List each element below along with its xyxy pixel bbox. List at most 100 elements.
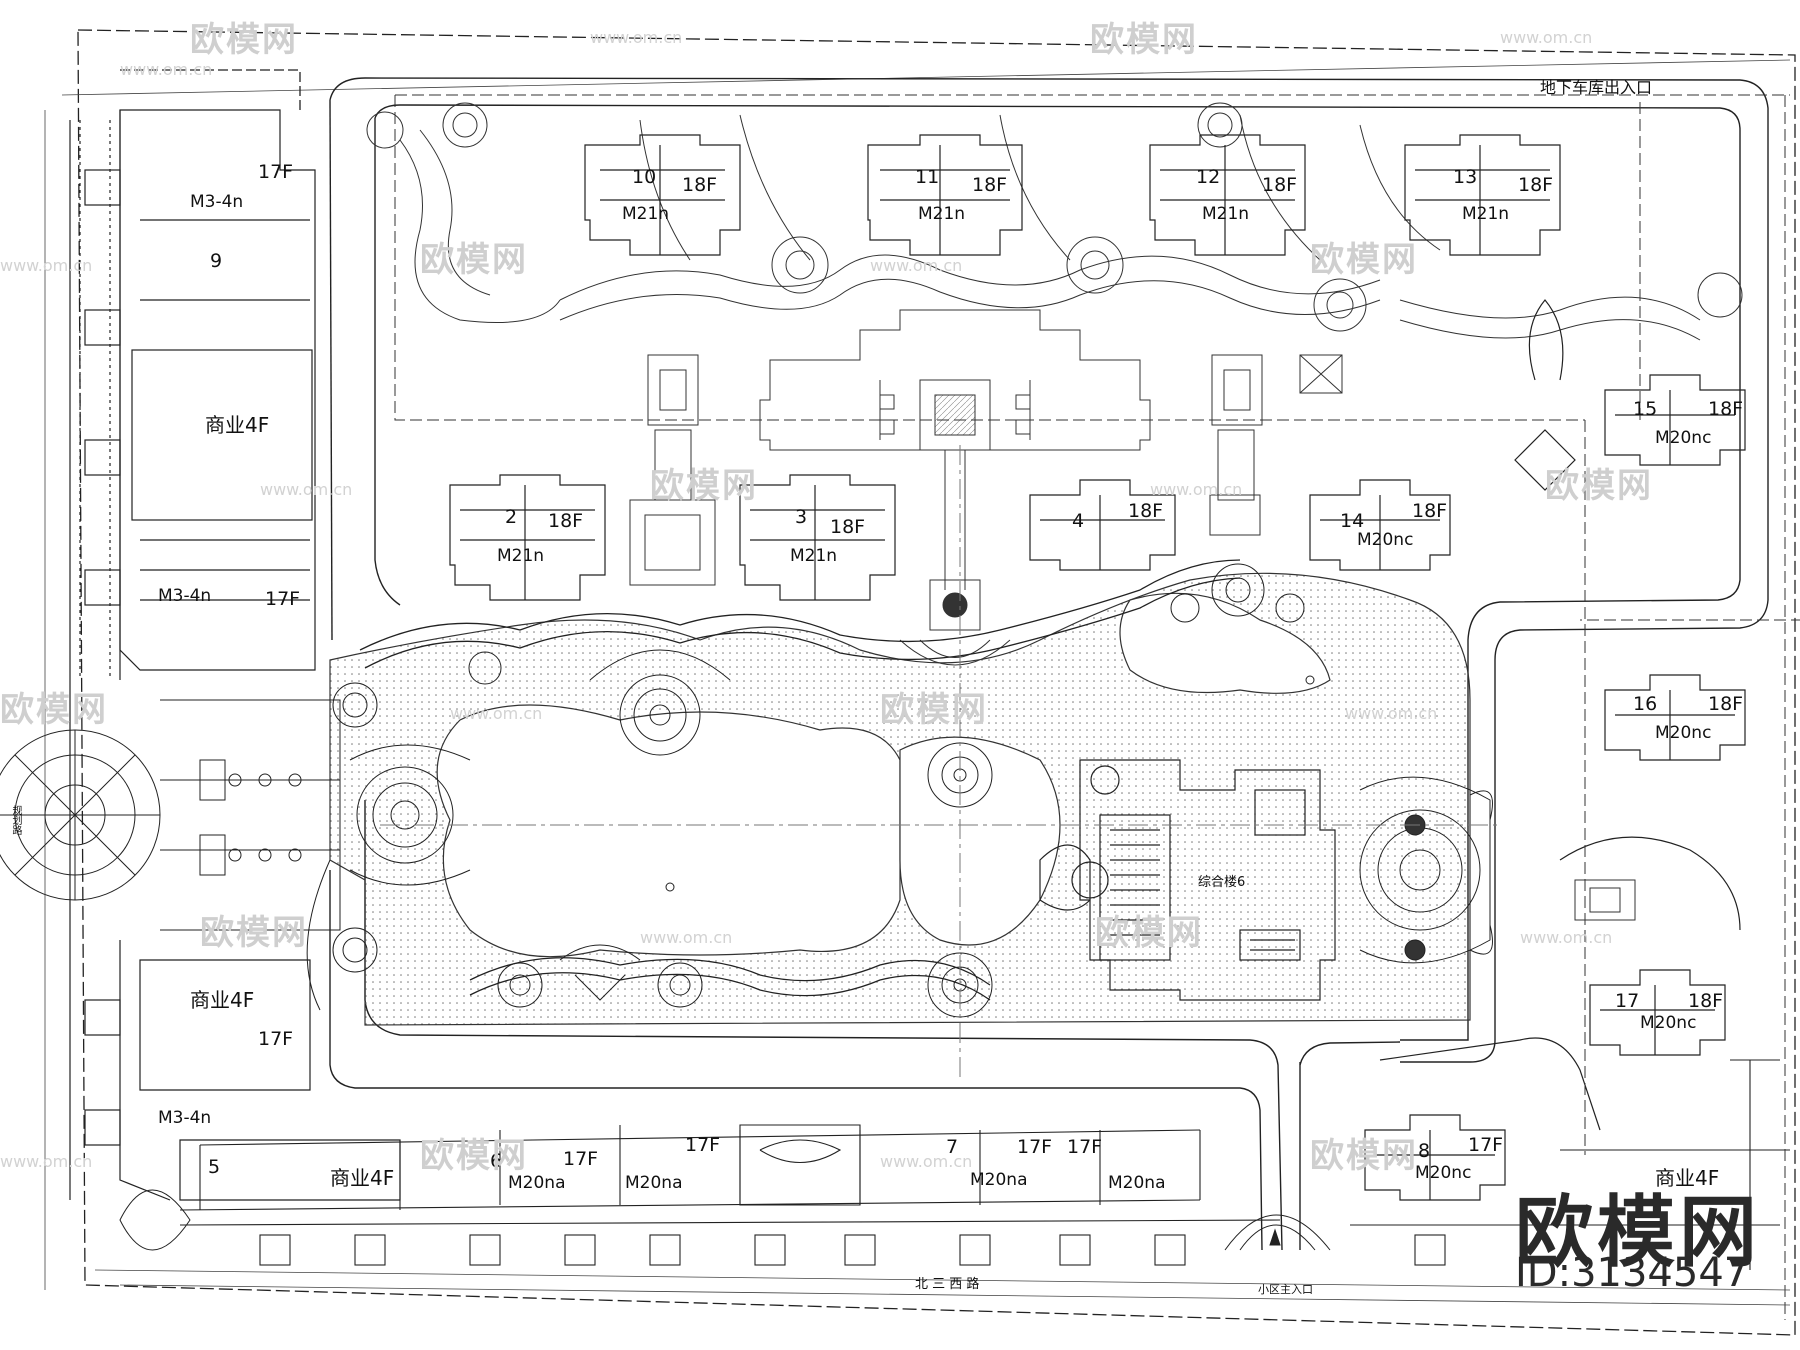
building-number: 4	[1072, 510, 1085, 532]
garden-lawn	[329, 572, 1471, 1026]
building-floors: 18F	[1708, 398, 1744, 420]
building-type: M20na	[970, 1170, 1028, 1190]
building-floors: 18F	[1128, 500, 1164, 522]
building-type: M21n	[1202, 204, 1250, 224]
building-number: 3	[795, 506, 808, 528]
building-number: 6	[490, 1150, 503, 1172]
watermark-logo: 欧模网	[0, 690, 108, 730]
building-floors: 17F	[265, 588, 301, 610]
east-building-footprints	[1364, 299, 1746, 1201]
building-number: 8	[1418, 1140, 1431, 1162]
building-type: M20nc	[1357, 530, 1414, 550]
building-type: M21n	[622, 204, 670, 224]
building-type: M21n	[1462, 204, 1510, 224]
building-number: 11	[915, 166, 940, 188]
building-floors: 17F	[1017, 1136, 1053, 1158]
watermark-url: www.om.cn	[260, 480, 353, 499]
watermark-url: www.om.cn	[120, 60, 213, 79]
building-type: M21n	[790, 546, 838, 566]
building-floors: 18F	[682, 174, 718, 196]
setback-lines	[380, 94, 1800, 1320]
building-number: 17	[1615, 990, 1640, 1012]
watermark-url: www.om.cn	[640, 928, 733, 947]
building-floors: 17F	[258, 1028, 294, 1050]
watermark-url: www.om.cn	[590, 28, 683, 47]
north-roundabouts	[366, 102, 1743, 921]
west-commercial	[69, 109, 401, 1201]
watermark-url: www.om.cn	[1150, 480, 1243, 499]
watermark-logo: 欧模网	[1310, 1136, 1418, 1176]
watermark-url: www.om.cn	[1345, 704, 1438, 723]
west-road-tag: 规划路	[10, 805, 21, 835]
watermark-logo: 欧模网	[1090, 20, 1198, 60]
building-type: M3-4n	[158, 586, 212, 606]
site-boundary	[44, 29, 1796, 1336]
watermark-url: www.om.cn	[870, 256, 963, 275]
building-floors: 17F	[685, 1134, 721, 1156]
clubhouse-building	[1039, 759, 1336, 1001]
building-floors: 18F	[972, 174, 1008, 196]
building-floors: 17F	[258, 161, 294, 183]
building-type: M20na	[1108, 1173, 1166, 1193]
watermark-url: www.om.cn	[1520, 928, 1613, 947]
road-north-sanxi-label: 北 三 西 路	[915, 1277, 980, 1292]
building-type: M20nc	[1655, 428, 1712, 448]
watermark-logo: 欧模网	[420, 1136, 528, 1176]
watermark-logo: 欧模网	[420, 240, 528, 280]
commercial-label-southeast: 商业4F	[1655, 1166, 1720, 1190]
watermark-logo: 欧模网	[1545, 466, 1653, 506]
building-number: 16	[1633, 693, 1658, 715]
building-type: M3-4n	[190, 192, 244, 212]
watermark-url: www.om.cn	[0, 256, 93, 275]
building-number: 9	[210, 250, 223, 272]
building-floors: 18F	[1412, 500, 1448, 522]
building-type: M3-4n	[158, 1108, 212, 1128]
internal-road	[329, 77, 1769, 1251]
building-type: M20nc	[1640, 1013, 1697, 1033]
building-number: 2	[505, 506, 518, 528]
garage-entrance-label: 地下车库出入口	[1540, 78, 1653, 97]
clubhouse-label: 综合楼6	[1198, 875, 1246, 890]
watermark-logo: 欧模网	[1310, 240, 1418, 280]
north-garden-paths	[399, 114, 1701, 341]
building-number: 13	[1453, 166, 1478, 188]
building-type: M20nc	[1655, 723, 1712, 743]
building-floors: 18F	[1708, 693, 1744, 715]
building-floors: 17F	[563, 1148, 599, 1170]
building-floors: 17F	[1067, 1136, 1103, 1158]
building-floors: 18F	[830, 516, 866, 538]
north-building-footprints	[584, 134, 1561, 256]
building-number: 5	[208, 1156, 221, 1178]
west-entrance-rosette	[0, 699, 341, 1251]
commercial-label-west: 商业4F	[205, 413, 270, 437]
building-number: 10	[632, 166, 657, 188]
watermark-url: www.om.cn	[450, 704, 543, 723]
building-type: M21n	[918, 204, 966, 224]
middle-building-footprints	[449, 474, 1451, 601]
brand-logo-text: 欧模网	[1515, 1188, 1762, 1278]
watermark-url: www.om.cn	[0, 1152, 93, 1171]
watermark-url: www.om.cn	[880, 1152, 973, 1171]
building-floors: 18F	[1518, 174, 1554, 196]
watermark-logo: 欧模网	[650, 466, 758, 506]
building-type: M20na	[508, 1173, 566, 1193]
plaza-towers	[629, 354, 1263, 586]
watermark-logo: 欧模网	[1095, 913, 1203, 953]
building-number: 12	[1196, 166, 1221, 188]
south-road-line	[94, 1269, 1791, 1306]
watermark-logo: 欧模网	[200, 913, 308, 953]
fountains	[332, 563, 1493, 1018]
building-number: 14	[1340, 510, 1365, 532]
commercial-label-south: 商业4F	[330, 1166, 395, 1190]
community-entrance-label: 小区主入口	[1258, 1283, 1313, 1296]
watermark-logo: 欧模网	[880, 690, 988, 730]
watermark-url: www.om.cn	[1500, 28, 1593, 47]
southeast-entrance	[1224, 1214, 1331, 1251]
commercial-label-southwest: 商业4F	[190, 988, 255, 1012]
building-type: M20nc	[1415, 1163, 1472, 1183]
building-floors: 17F	[1468, 1134, 1504, 1156]
building-floors: 18F	[1688, 990, 1724, 1012]
promenade	[359, 559, 1241, 1001]
building-type: M21n	[497, 546, 545, 566]
